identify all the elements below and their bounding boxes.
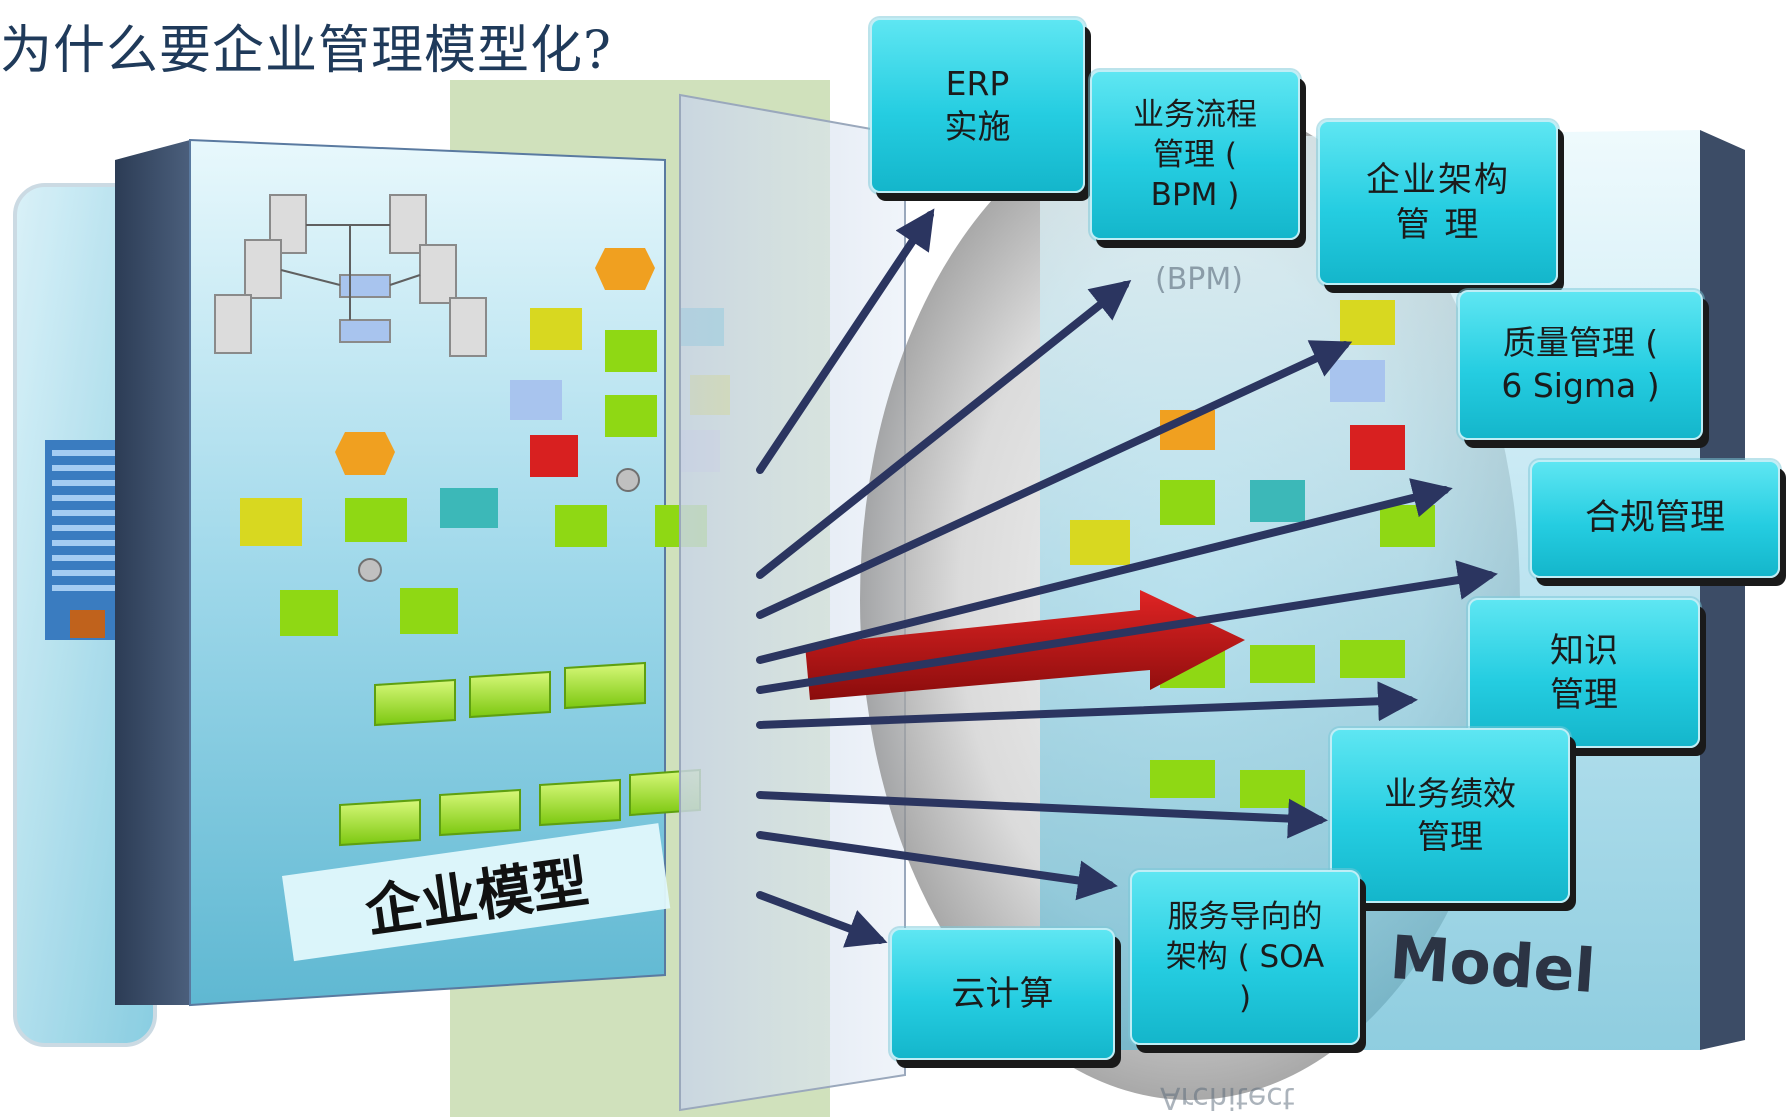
org-chart-lines [280,224,421,320]
faint-architect-text: Architect [1160,1080,1295,1115]
target-erp: ERP 实施 [870,18,1085,193]
target-enterprise-architecture: 企业架构 管 理 [1318,120,1558,285]
target-soa: 服务导向的 架构 ( SOA ) [1130,870,1360,1045]
faint-model-text: Model [1387,922,1598,1008]
faint-bpm-text: (BPM) [1155,262,1243,297]
target-performance-management: 业务绩效 管理 [1330,728,1570,903]
target-bpm: 业务流程 管理 ( BPM ) [1090,70,1300,240]
org-chart-blocks [214,194,487,357]
mapping-arrows [756,208,1498,948]
target-compliance: 合规管理 [1530,460,1780,578]
page-title: 为什么要企业管理模型化? [0,21,612,81]
target-quality-management: 质量管理 ( 6 Sigma ) [1458,290,1703,440]
target-cloud-computing: 云计算 [890,928,1115,1060]
target-knowledge-management: 知识 管理 [1468,598,1700,748]
